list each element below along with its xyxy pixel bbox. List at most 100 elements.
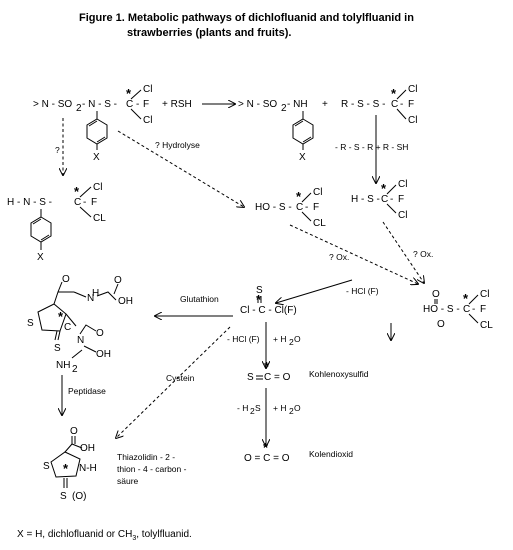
th-o: O bbox=[70, 426, 78, 437]
hos-f: F bbox=[313, 202, 319, 213]
carbonyl-sulfide: S C = O * bbox=[247, 359, 291, 383]
gc-nh2: NH bbox=[56, 360, 70, 371]
label-hcl-f: - HCl (F) bbox=[346, 286, 379, 296]
label-kolendioxid: Kolendioxid bbox=[309, 449, 353, 459]
parent-dash-f: - bbox=[136, 99, 139, 110]
footnote: X = H, dichlofluanid or CH3, tolylfluani… bbox=[17, 529, 192, 542]
gc-s: S bbox=[27, 318, 34, 329]
th-nh: N-H bbox=[79, 463, 97, 474]
hn-f: F bbox=[91, 197, 97, 208]
arrow-ox2 bbox=[382, 221, 424, 283]
co2-text: O = C = O bbox=[244, 453, 290, 464]
co2-star: * bbox=[263, 440, 269, 455]
label-h2s-sub: 2 bbox=[250, 406, 255, 416]
carbon-dioxide: O = C = O * bbox=[244, 440, 290, 464]
so-dash: - bbox=[472, 304, 475, 315]
hn-star: * bbox=[74, 184, 80, 199]
glutathione-conjugate: S O N H O OH C * S N O OH NH 2 bbox=[27, 274, 133, 375]
label-h2o: + H bbox=[273, 334, 286, 344]
gc-c: C bbox=[64, 322, 71, 333]
parent-x: X bbox=[93, 152, 100, 163]
hn-cl1: Cl bbox=[93, 182, 102, 193]
label-hydrolyse: ? Hydrolyse bbox=[155, 140, 200, 150]
th-oh: OH bbox=[80, 443, 95, 454]
thiazolidine-thione: S O OH N-H * S (O) bbox=[43, 426, 97, 502]
label-h2o-2: + H bbox=[273, 403, 286, 413]
hn-x: X bbox=[37, 252, 44, 263]
prod-sub2: 2 bbox=[281, 103, 287, 114]
parent-c: C bbox=[126, 99, 133, 110]
arrow-hcl-f bbox=[276, 279, 353, 303]
rss-cl2: Cl bbox=[408, 115, 417, 126]
thiophosgene: S Cl - C - Cl(F) * bbox=[240, 285, 297, 316]
hos-cl1: Cl bbox=[313, 187, 322, 198]
label-thiazolidin-1: Thiazolidin - 2 - bbox=[117, 452, 175, 462]
gc-o2: O bbox=[114, 275, 122, 286]
label-glutathion: Glutathion bbox=[180, 294, 219, 304]
prod-n-so2: > N - SO bbox=[238, 99, 277, 110]
cos-s: S bbox=[247, 372, 254, 383]
so-o-top: O bbox=[432, 289, 440, 300]
label-h2o-2-sub: 2 bbox=[289, 406, 294, 416]
hn-c: C bbox=[74, 197, 81, 208]
prod-nh: - NH bbox=[287, 99, 308, 110]
label-h2o-2-o: O bbox=[294, 403, 301, 413]
gc-n2: N bbox=[77, 335, 84, 346]
rss-cl1: Cl bbox=[408, 84, 417, 95]
parent-star: * bbox=[126, 86, 132, 101]
rss-f: F bbox=[408, 99, 414, 110]
arrow-ox1 bbox=[289, 224, 418, 284]
label-thiazolidin-3: säure bbox=[117, 476, 139, 486]
hos-star: * bbox=[296, 189, 302, 204]
parent-cl2: Cl bbox=[143, 115, 152, 126]
plus-sign: + bbox=[322, 99, 328, 110]
so-cl2: CL bbox=[480, 320, 493, 331]
so-o-bot: O bbox=[437, 319, 445, 330]
label-cystein: Cystein bbox=[166, 373, 195, 383]
footnote-pre: X = H, dichlofluanid or CH bbox=[17, 529, 132, 540]
gc-oh: OH bbox=[118, 296, 133, 307]
so-hos: HO - S - bbox=[423, 304, 460, 315]
hs-text: H - S - bbox=[351, 194, 380, 205]
gc-star: * bbox=[58, 309, 64, 324]
th-s: S bbox=[43, 461, 50, 472]
gc-h: H bbox=[92, 288, 99, 299]
arrow-hydrolyse bbox=[117, 130, 244, 207]
label-peptidase: Peptidase bbox=[68, 386, 106, 396]
sulfonamide-product: > N - SO 2 - NH X bbox=[238, 99, 314, 163]
cos-rest: C = O bbox=[264, 372, 291, 383]
so-star: * bbox=[463, 291, 469, 306]
sulfenic-acid: HO - S - C * - F Cl CL bbox=[255, 187, 326, 229]
parent-n-so2: > N - SO bbox=[33, 99, 72, 110]
sulfonic-acid: O HO - S - O C * - F Cl CL bbox=[423, 289, 493, 331]
hs-dash: - bbox=[390, 194, 393, 205]
rss-star: * bbox=[391, 86, 397, 101]
hs-cl2: Cl bbox=[398, 210, 407, 221]
footnote-sub: 3 bbox=[132, 535, 136, 542]
gc-s2: S bbox=[54, 343, 61, 354]
parent-f: F bbox=[143, 99, 149, 110]
gc-o3: O bbox=[96, 328, 104, 339]
cos-star: * bbox=[264, 359, 270, 374]
arrow-cystein bbox=[116, 326, 231, 438]
disulfide-compound: R - S - S - C * - F Cl Cl bbox=[341, 84, 417, 126]
label-ox2: ? Ox. bbox=[413, 249, 433, 259]
footnote-post: , tolylfluanid. bbox=[136, 529, 192, 540]
parent-sub2: 2 bbox=[76, 103, 82, 114]
hs-f: F bbox=[398, 194, 404, 205]
figure-title: Figure 1. Metabolic pathways of dichlofl… bbox=[79, 12, 414, 24]
gc-oh2: OH bbox=[96, 349, 111, 360]
tp-text: Cl - C - Cl(F) bbox=[240, 305, 297, 316]
label-ox1: ? Ox. bbox=[329, 252, 349, 262]
th-star: * bbox=[63, 461, 69, 476]
hos-text: HO - S - bbox=[255, 202, 292, 213]
so-cl1: Cl bbox=[480, 289, 489, 300]
hs-cl1: Cl bbox=[398, 179, 407, 190]
thiol-compound: H - S - C * - F Cl Cl bbox=[351, 179, 407, 221]
hos-c: C bbox=[296, 202, 303, 213]
rss-c: C bbox=[391, 99, 398, 110]
gc-n: N bbox=[87, 293, 94, 304]
label-h2s-s: S bbox=[255, 403, 261, 413]
parent-n-s: - N - S - bbox=[82, 99, 117, 110]
